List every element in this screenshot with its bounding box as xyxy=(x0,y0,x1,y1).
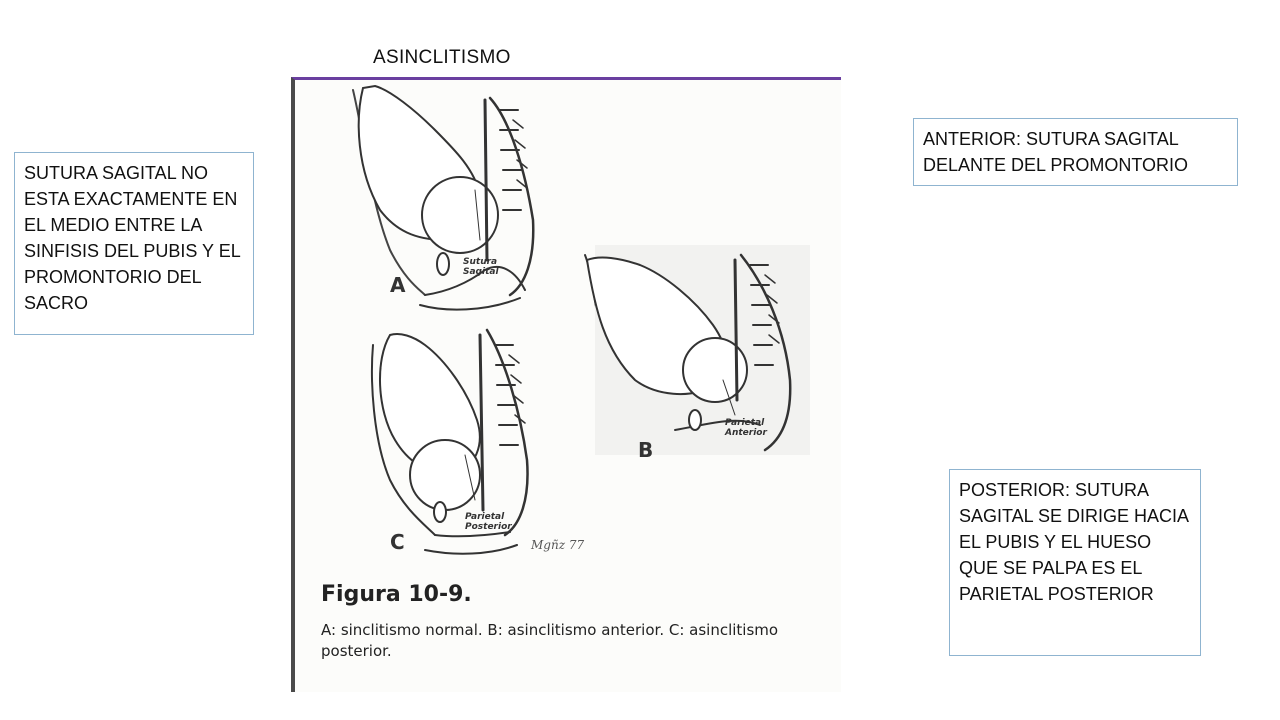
panel-b-letter: B xyxy=(638,438,654,462)
figure-caption-title: Figura 10-9. xyxy=(321,582,472,607)
posterior-textbox: POSTERIOR: SUTURA SAGITAL SE DIRIGE HACI… xyxy=(949,469,1201,656)
figure-caption-body: A: sinclitismo normal. B: asinclitismo a… xyxy=(321,621,779,660)
artist-signature: Mgñz 77 xyxy=(531,538,585,552)
panel-c-letter: C xyxy=(390,530,405,554)
slide-title: ASINCLITISMO xyxy=(373,47,511,68)
panel-b-label: Parietal Anterior xyxy=(725,418,767,438)
asynclitism-figure: A Sutura Sagital B Parietal Anterior C P… xyxy=(291,77,841,692)
panel-c-label: Parietal Posterior xyxy=(465,512,512,532)
panel-c-drawing xyxy=(371,328,529,555)
panel-a-letter: A xyxy=(390,273,406,297)
panel-b-drawing xyxy=(584,245,810,455)
anterior-textbox: ANTERIOR: SUTURA SAGITAL DELANTE DEL PRO… xyxy=(913,118,1238,186)
panel-a-label: Sutura Sagital xyxy=(463,257,499,277)
panel-a-drawing xyxy=(352,84,535,311)
definition-textbox: SUTURA SAGITAL NO ESTA EXACTAMENTE EN EL… xyxy=(14,152,254,335)
figure-illustration xyxy=(352,84,810,555)
